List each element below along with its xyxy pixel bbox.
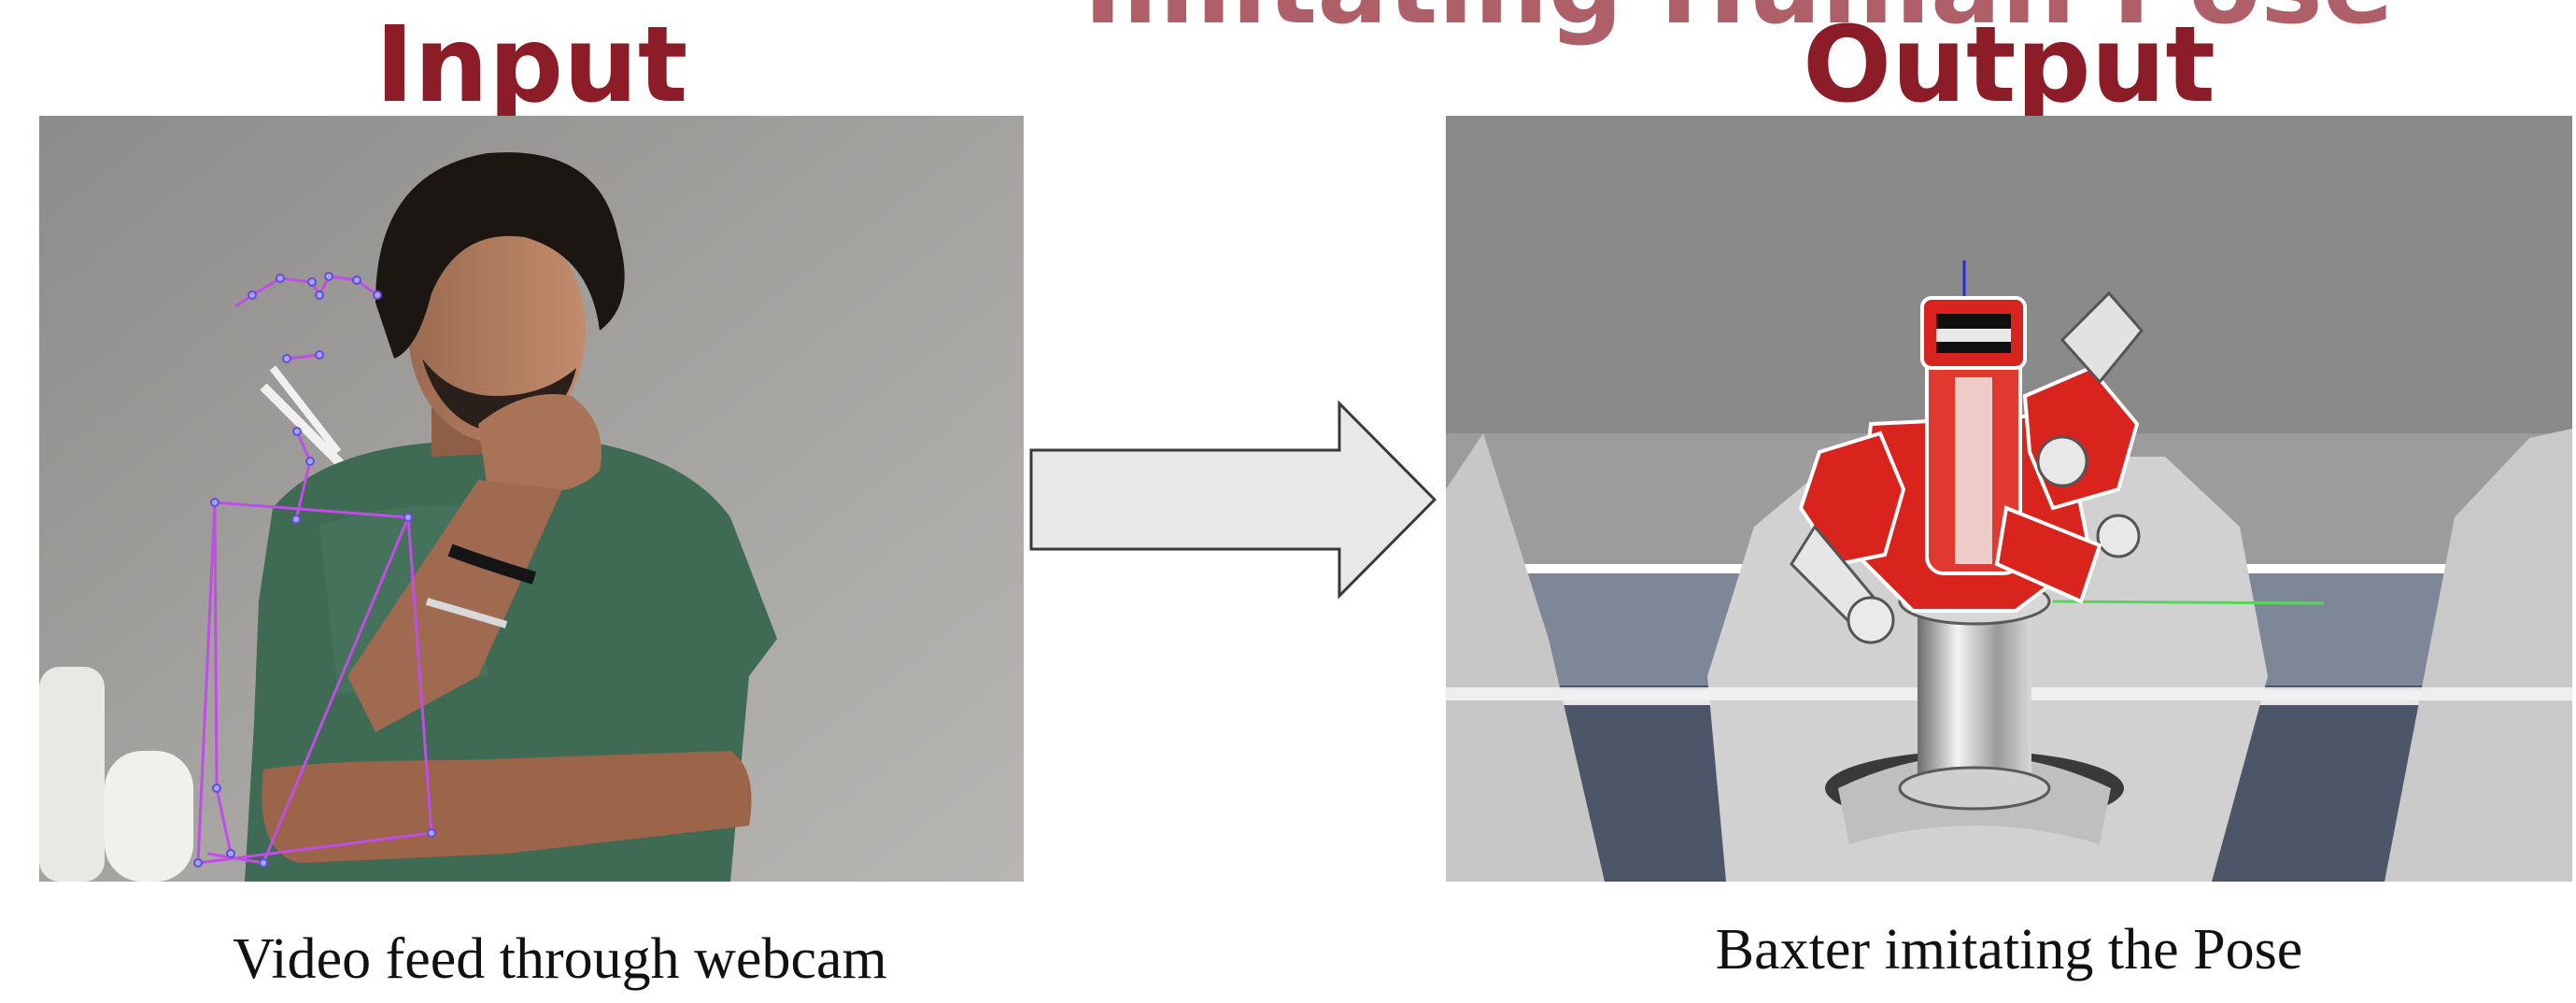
right-arrow-icon bbox=[1029, 400, 1437, 600]
webcam-frame-image bbox=[39, 116, 1024, 882]
input-title: Input bbox=[375, 5, 688, 126]
input-caption: Video feed through webcam bbox=[233, 927, 887, 991]
baxter-simulation-image bbox=[1446, 116, 2572, 882]
output-caption: Baxter imitating the Pose bbox=[1715, 918, 2303, 982]
output-title: Output bbox=[1803, 5, 2215, 126]
